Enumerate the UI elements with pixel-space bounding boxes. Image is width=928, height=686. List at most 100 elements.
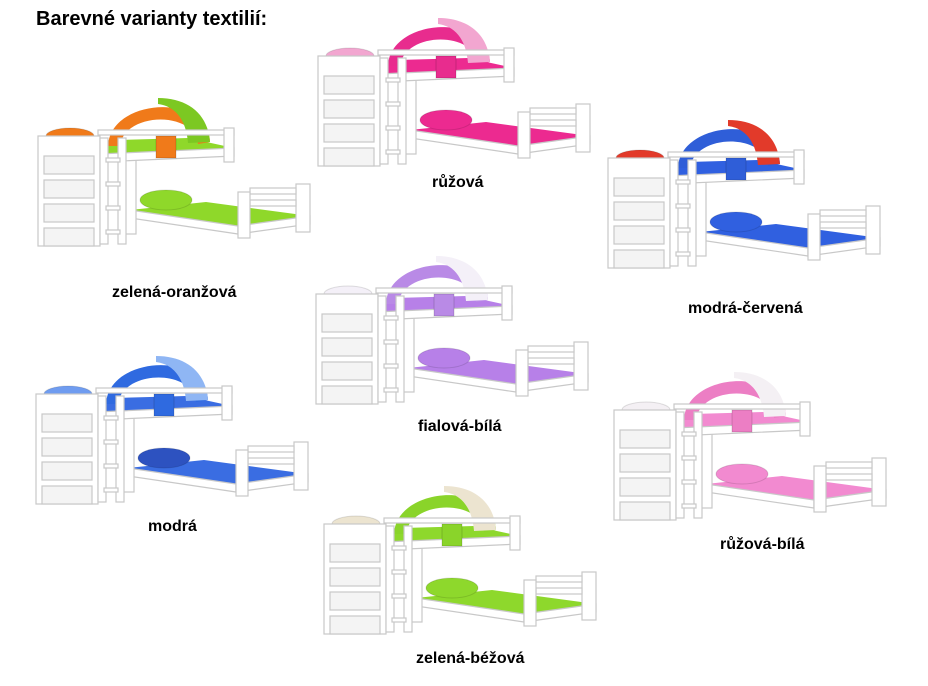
ladder-rung [103, 463, 119, 469]
bunk-bed-illustration [613, 372, 887, 521]
bed-post [501, 285, 513, 321]
shelf-compartment [323, 147, 375, 167]
shelf-compartment [613, 225, 665, 245]
variant-ruzova[interactable]: růžová [317, 8, 608, 191]
ladder-rail [693, 411, 703, 519]
tent-window [441, 523, 463, 547]
ladder-rung [105, 181, 121, 187]
upper-guard-rail [97, 129, 235, 136]
ladder-rung [391, 617, 407, 623]
bed-post [799, 401, 811, 437]
ladder-rail [675, 411, 685, 519]
ladder-rail [397, 57, 407, 165]
lower-bed-end-post [581, 571, 597, 621]
ladder-rung [385, 101, 401, 107]
shelf-compartment [619, 477, 671, 497]
lower-bed-end-rail [247, 457, 295, 465]
ladder-rail [403, 525, 413, 633]
ladder-rung [675, 227, 691, 233]
variant-label: modrá [148, 518, 197, 535]
lower-bed-end-rail [529, 107, 577, 115]
lower-bed-end-post [515, 349, 529, 397]
bunk-bed-illustration [317, 18, 591, 167]
bed-post [223, 127, 235, 163]
lower-bed-end-rail [819, 209, 867, 217]
variant-label: zelená-oranžová [112, 284, 237, 301]
upper-guard-rail [375, 287, 513, 294]
shelf-compartment [323, 99, 375, 119]
lower-bed-end-post [293, 441, 309, 491]
variant-label: fialová-bílá [418, 418, 502, 435]
ladder-rail [395, 295, 405, 403]
ladder-rung [681, 455, 697, 461]
shelf-compartment [41, 413, 93, 433]
bunk-bed-illustration [37, 98, 311, 247]
lower-bed-end-rail [535, 575, 583, 583]
lower-bed-end-rail [529, 119, 577, 127]
lower-bed-end-post [517, 111, 531, 159]
bed-post [221, 385, 233, 421]
upper-guard-rail [667, 151, 805, 158]
variant-label: modrá-červená [688, 300, 803, 317]
shelf-compartment [329, 615, 381, 635]
shelf-compartment [41, 437, 93, 457]
lower-bed-end-post [865, 205, 881, 255]
lower-bed-end-rail [527, 345, 575, 353]
ladder-rail [97, 395, 107, 503]
ladder-rung [681, 503, 697, 509]
ladder-rung [383, 339, 399, 345]
variant-zelena-bezova[interactable]: zelená-béžová [323, 476, 614, 667]
ladder-rung [105, 157, 121, 163]
shelf-compartment [329, 543, 381, 563]
ladder-rung [385, 149, 401, 155]
tent-window [435, 55, 457, 79]
tent-window [433, 293, 455, 317]
shelf-compartment [321, 313, 373, 333]
lower-bed-end-post [871, 457, 887, 507]
bunk-bed-illustration [323, 486, 597, 635]
variant-ruzova-bila[interactable]: růžová-bílá [613, 362, 904, 553]
bunk-bed-illustration [607, 120, 881, 269]
ladder-rail [115, 395, 125, 503]
variant-label: zelená-béžová [416, 650, 525, 667]
lower-pillow [425, 577, 479, 599]
lower-pillow [417, 347, 471, 369]
lower-pillow [419, 109, 473, 131]
shelf-compartment [43, 179, 95, 199]
ladder-rung [391, 593, 407, 599]
shelf-compartment [41, 461, 93, 481]
tent-window [155, 135, 177, 159]
variant-label: růžová [432, 174, 484, 191]
shelf-compartment [321, 385, 373, 405]
ladder-rung [103, 415, 119, 421]
lower-bed-end-rail [535, 587, 583, 595]
lower-bed-end-rail [527, 357, 575, 365]
bed-post [509, 515, 521, 551]
variant-fialova-bila[interactable]: fialová-bílá [315, 246, 606, 435]
shelf-compartment [323, 75, 375, 95]
upper-guard-rail [673, 403, 811, 410]
variant-modra-cervena[interactable]: modrá-červená [607, 110, 898, 317]
lower-pillow [715, 463, 769, 485]
page-title: Barevné varianty textilií: [36, 8, 268, 30]
shelf-compartment [323, 123, 375, 143]
shelf-compartment [43, 203, 95, 223]
ladder-rung [385, 77, 401, 83]
shelf-compartment [619, 429, 671, 449]
shelf-compartment [613, 201, 665, 221]
shelf-compartment [321, 337, 373, 357]
ladder-rung [383, 387, 399, 393]
ladder-rung [391, 545, 407, 551]
tent-window [153, 393, 175, 417]
lower-bed-end-rail [249, 199, 297, 207]
lower-bed-end-rail [819, 221, 867, 229]
variant-modra[interactable]: modrá [35, 346, 326, 535]
lower-bed-end-post [813, 465, 827, 513]
shelf-compartment [41, 485, 93, 505]
lower-bed-end-post [807, 213, 821, 261]
shelf-compartment [321, 361, 373, 381]
variant-zelena-oranzova[interactable]: zelená-oranžová [37, 88, 328, 301]
ladder-rung [103, 487, 119, 493]
tent-window [731, 409, 753, 433]
ladder-rung [385, 125, 401, 131]
